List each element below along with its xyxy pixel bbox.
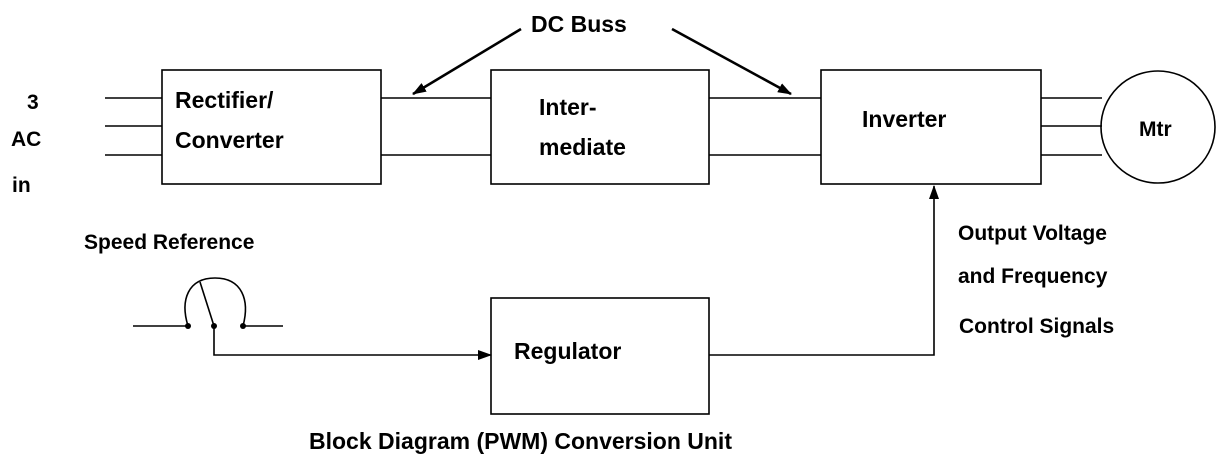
ac-input-label-line3: in <box>12 174 31 197</box>
inverter-label: Inverter <box>862 106 946 132</box>
ac-input-label-line1: 3 <box>27 91 39 114</box>
pot-terminal-wiper <box>211 323 217 329</box>
output-signals-label-line2: and Frequency <box>958 265 1108 288</box>
output-signals-label-line1: Output Voltage <box>958 222 1107 245</box>
rectifier-converter-block <box>161 69 382 185</box>
dc-buss-label: DC Buss <box>531 11 627 37</box>
rectifier-label-line2: Converter <box>175 127 284 153</box>
rectifier-label-line1: Rectifier/ <box>175 87 274 113</box>
output-signals-label-line3: Control Signals <box>959 315 1114 338</box>
pot-arc <box>184 277 247 327</box>
dc-buss-arrow-right <box>671 27 792 96</box>
inverter-block <box>820 69 1042 185</box>
dc-buss-arrow-left <box>412 27 522 96</box>
pot-wiper <box>199 281 215 327</box>
intermediate-label-line1: Inter- <box>539 94 597 120</box>
intermediate-block <box>490 69 710 185</box>
motor-circle <box>1100 70 1216 184</box>
pot-terminal-right <box>240 323 246 329</box>
pot-terminal-left <box>185 323 191 329</box>
pot-to-regulator-line <box>213 326 492 360</box>
regulator-to-inverter-line <box>709 185 939 356</box>
intermediate-label-line2: mediate <box>539 134 626 160</box>
diagram-caption: Block Diagram (PWM) Conversion Unit <box>309 428 732 454</box>
ac-input-label-line2: AC <box>11 128 41 151</box>
regulator-label: Regulator <box>514 338 621 364</box>
motor-label: Mtr <box>1139 118 1172 141</box>
speed-reference-label: Speed Reference <box>84 231 254 254</box>
